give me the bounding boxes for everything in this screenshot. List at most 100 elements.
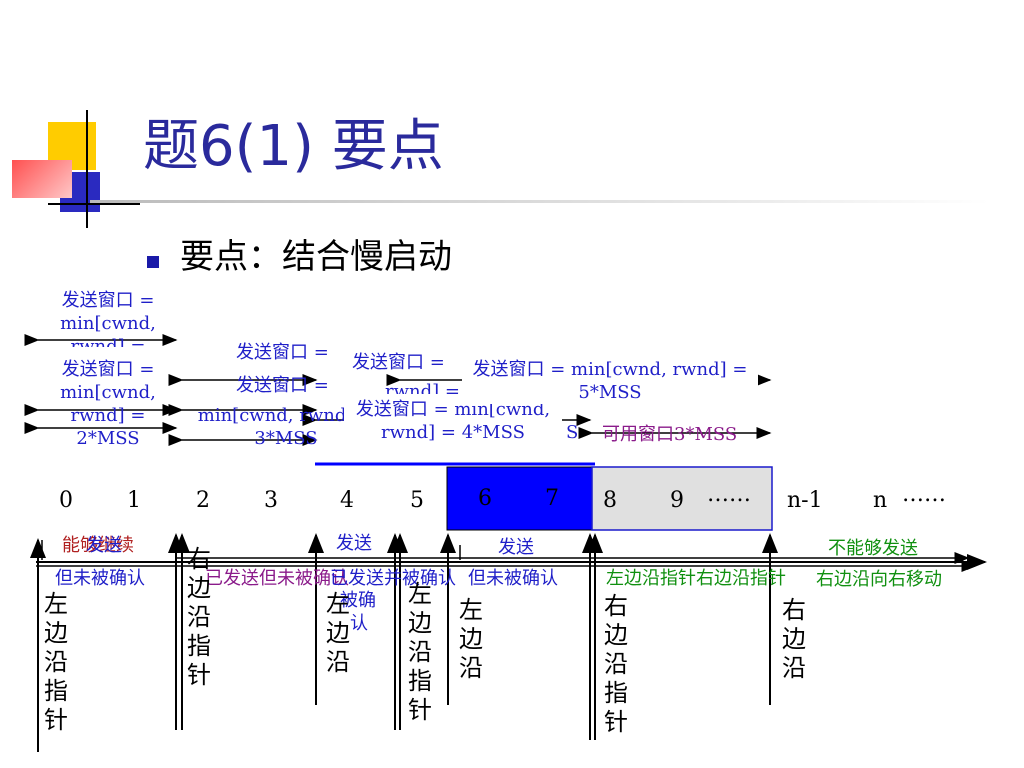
- seq-1: 1: [127, 488, 141, 513]
- vertical-char: 右: [782, 596, 806, 624]
- vertical-char: 边: [459, 625, 483, 653]
- ann-send-sent: 发送: [336, 533, 372, 554]
- window-label-1b: 发送窗口 = min[cwnd, rwnd] = 2*MSS: [45, 358, 171, 450]
- window-label-3a: 发送窗口 =: [352, 352, 445, 373]
- window-label-3c-line2: rwnd] = 4*MSS: [381, 422, 525, 443]
- ann-sent-unacked: 但未被确认: [55, 568, 145, 589]
- logo-decoration: [0, 100, 140, 230]
- ann-overlap-left-pointer: 左边沿指针: [606, 568, 696, 589]
- vertical-char: 左: [408, 580, 432, 608]
- right-edge-label-5-text: 左边沿指针: [407, 580, 433, 725]
- seq-9: 9: [670, 488, 684, 513]
- vertical-char: 沿: [459, 654, 483, 682]
- window-label-1b-line4: 2*MSS: [76, 428, 140, 449]
- vertical-char: 针: [408, 696, 432, 724]
- window-label-4-line2: 5*MSS: [578, 382, 642, 403]
- vertical-char: 指: [44, 677, 68, 705]
- vertical-char: 边: [782, 625, 806, 653]
- seq-4: 4: [340, 488, 354, 513]
- window-label-4s: S: [566, 422, 579, 443]
- right-edge-label-8-text: 右边沿: [603, 592, 629, 679]
- left-edge-label-0-pointer: 指针: [43, 677, 69, 735]
- window-label-3b: rwnd] = 3: [385, 381, 478, 394]
- left-edge-label-4: 左边沿: [325, 590, 351, 677]
- right-edge-label-2: 右边沿指针: [186, 545, 212, 690]
- window-label-1b-line1: 发送窗口 =: [61, 359, 155, 380]
- vertical-char: 针: [604, 708, 628, 736]
- window-label-4-line1: 发送窗口 = min[cwnd, rwnd] =: [472, 359, 748, 380]
- vertical-char: 边: [326, 619, 350, 647]
- ann-send-big: 发送: [498, 537, 534, 558]
- seq-2: 2: [196, 488, 210, 513]
- right-edge-label-n-text: 右边沿: [781, 596, 807, 683]
- seq-0: 0: [59, 488, 73, 513]
- ann-right-edge-shift: 右边沿向右移动: [816, 569, 942, 590]
- window-label-3c-line1: 发送窗口 = min[cwnd,: [355, 399, 551, 420]
- seq-ellipsis-1: ……: [707, 482, 751, 507]
- ann-already-sent-unacked: 已发送但未被确认: [205, 568, 349, 589]
- window-label-1a: 发送窗口 = min[cwnd, rwnd] =: [45, 289, 171, 347]
- ann-send-sent-tail2: 认: [350, 613, 368, 634]
- ann-sent-acked: 已发送并被确认: [330, 568, 456, 589]
- title-underline: [90, 200, 990, 203]
- left-edge-label-0: 左边沿 指针: [43, 590, 69, 735]
- window-label-1b-line2: min[cwnd,: [60, 382, 156, 403]
- vertical-char: 沿: [408, 638, 432, 666]
- vertical-char: 右: [604, 592, 628, 620]
- vertical-char: 左: [44, 590, 68, 618]
- left-edge-label-4-text: 左边沿: [325, 590, 351, 677]
- vertical-char: 沿: [604, 650, 628, 678]
- vertical-char: 指: [408, 667, 432, 695]
- vertical-char: 针: [187, 661, 211, 689]
- vertical-char: 边: [408, 609, 432, 637]
- vertical-char: 边: [604, 621, 628, 649]
- window-label-2c-line2: 3*MSS: [254, 428, 318, 449]
- seq-7: 7: [545, 486, 559, 511]
- slide-title: 题6(1) 要点: [143, 114, 444, 179]
- window-label-4: 发送窗口 = min[cwnd, rwnd] = 5*MSS: [462, 358, 758, 404]
- window-label-1a-line1: 发送窗口 =: [61, 290, 155, 311]
- vertical-char: 沿: [187, 603, 211, 631]
- seq-6: 6: [478, 486, 492, 511]
- vertical-char: 边: [44, 619, 68, 647]
- vertical-char: 边: [187, 574, 211, 602]
- vertical-char: 左: [459, 596, 483, 624]
- vertical-char: 沿: [782, 654, 806, 682]
- left-edge-label-6: 左边沿: [458, 596, 484, 683]
- window-label-2c-line1: min[cwnd, rwnd] =: [197, 405, 375, 426]
- window-label-2b: 发送窗口 =: [236, 375, 329, 396]
- vertical-char: 针: [44, 706, 68, 734]
- bullet-text: 要点：结合慢启动: [180, 237, 452, 277]
- window-label-2c: min[cwnd, rwnd] = 3*MSS: [196, 404, 376, 450]
- seq-5: 5: [410, 488, 424, 513]
- ann-sent-small: 发送: [86, 535, 122, 556]
- right-edge-label-n: 右边沿: [781, 596, 807, 683]
- window-label-3c: 发送窗口 = min[cwnd, rwnd] = 4*MSS: [344, 398, 562, 444]
- usable-window-label: 可用窗口3*MSS: [602, 424, 738, 445]
- left-edge-label-0-text: 左边沿: [43, 590, 69, 677]
- vertical-char: 左: [326, 590, 350, 618]
- window-label-2a: 发送窗口 =: [236, 342, 329, 363]
- ann-send-sent-tail: 被确: [340, 590, 376, 611]
- bullet-marker: [147, 256, 159, 268]
- ann-overlap-right-pointer: 右边沿指针: [696, 568, 786, 589]
- window-label-1a-line2: min[cwnd,: [60, 313, 156, 334]
- right-edge-label-2-text: 右边沿指针: [186, 545, 212, 690]
- logo-vertical-line: [86, 110, 88, 228]
- window-label-1b-line3: rwnd] =: [70, 405, 146, 426]
- seq-ellipsis-2: ……: [902, 482, 946, 507]
- ann-ok-continue: 能够继续: [62, 535, 134, 556]
- vertical-char: 沿: [326, 648, 350, 676]
- usable-window-box: [591, 466, 773, 531]
- vertical-char: 指: [604, 679, 628, 707]
- vertical-char: 沿: [44, 648, 68, 676]
- left-edge-label-6-text: 左边沿: [458, 596, 484, 683]
- logo-red-block: [12, 160, 72, 198]
- vertical-char: 指: [187, 632, 211, 660]
- seq-n: n: [873, 488, 888, 513]
- vertical-char: 右: [187, 545, 211, 573]
- seq-3: 3: [264, 488, 278, 513]
- right-edge-label-8: 右边沿 指针: [603, 592, 629, 737]
- seq-8: 8: [603, 488, 617, 513]
- filled-window-box: [446, 466, 593, 531]
